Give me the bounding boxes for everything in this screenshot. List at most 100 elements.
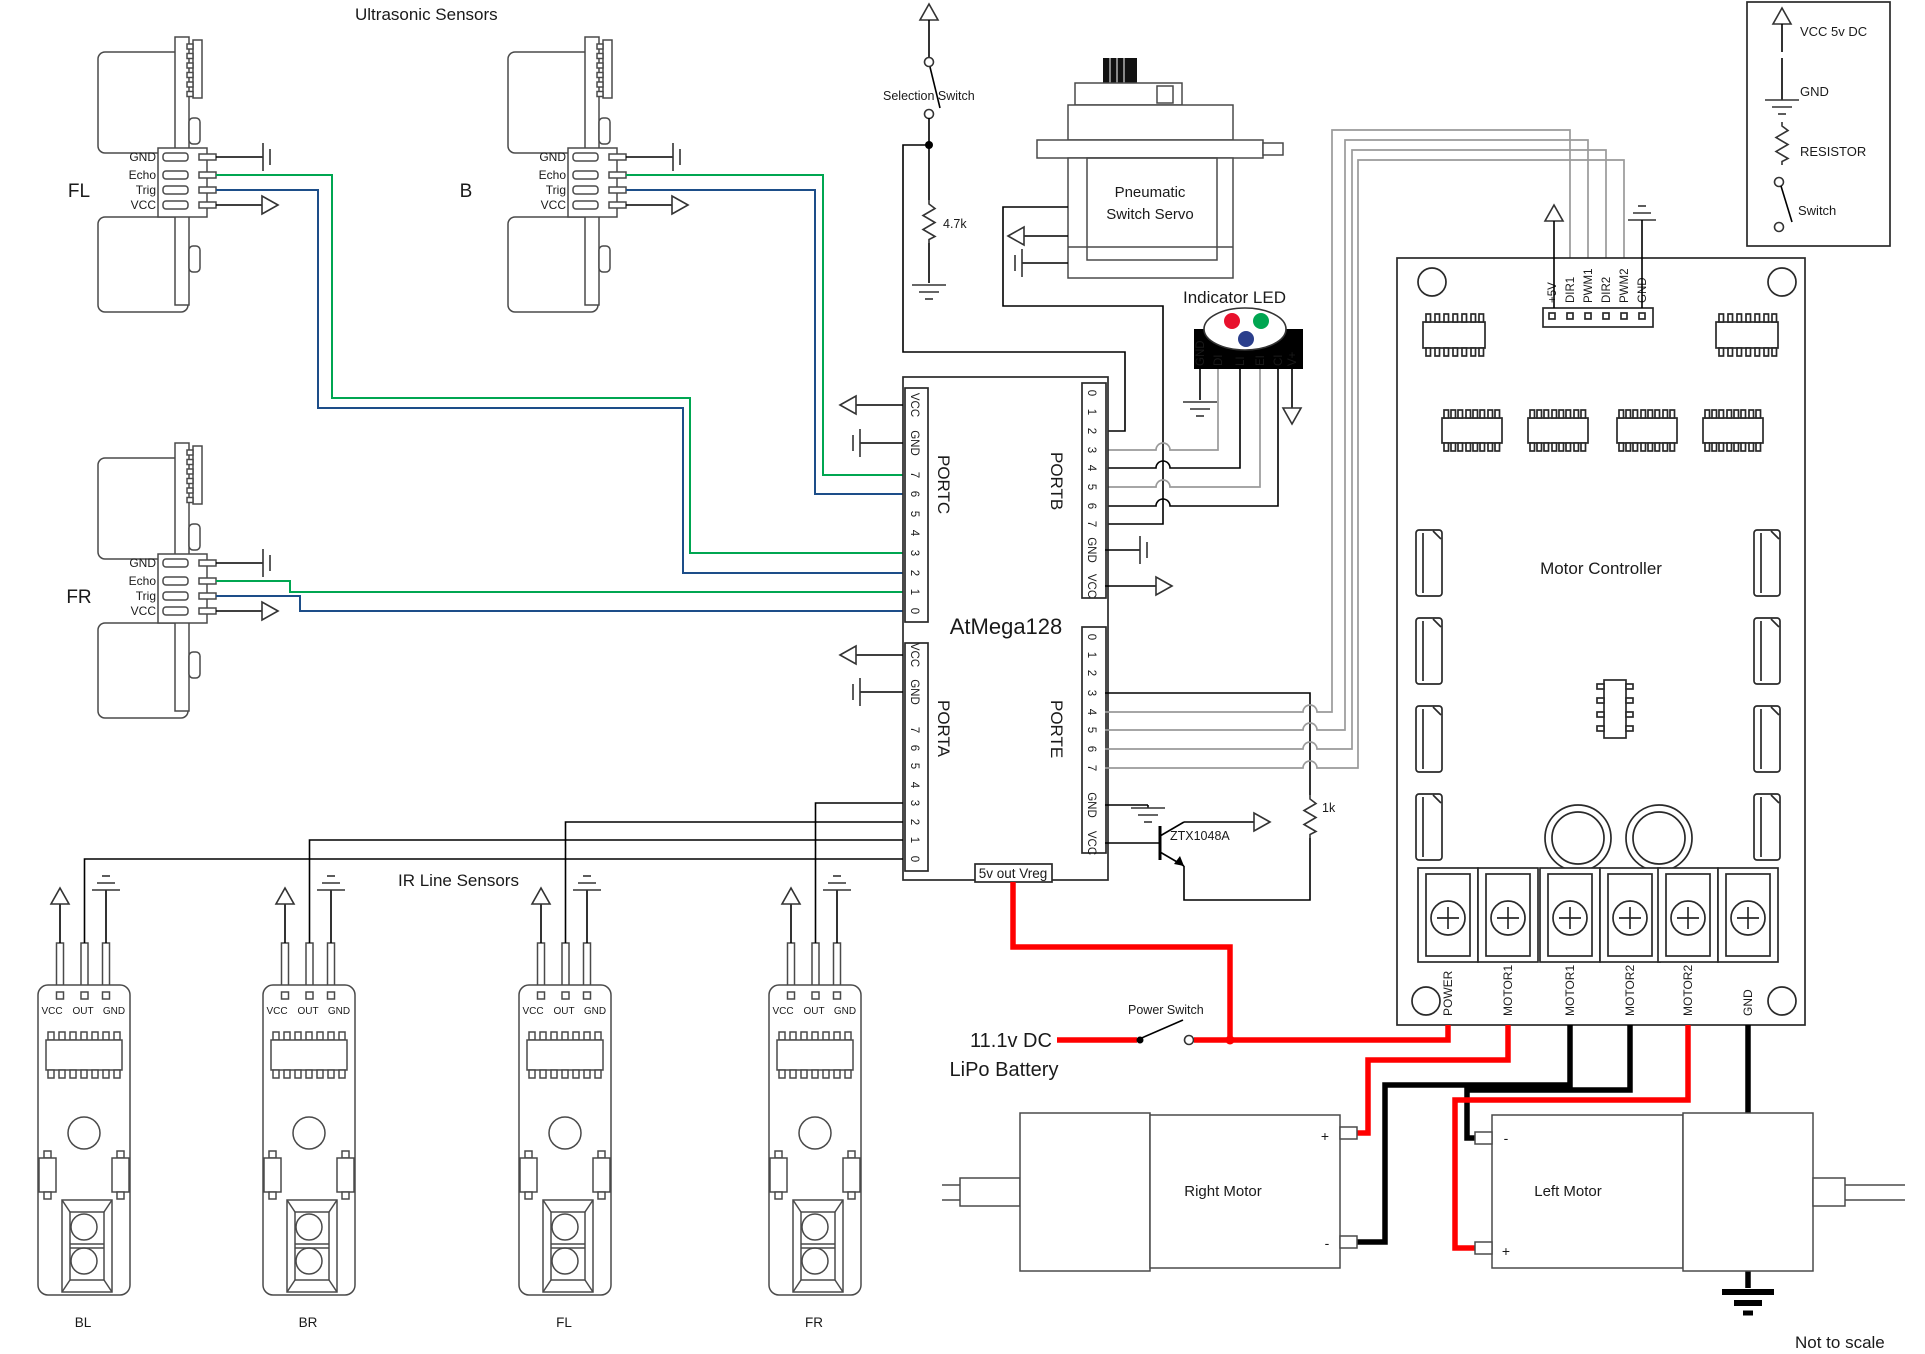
porte-gnd-icon [1130, 807, 1166, 823]
resistor-1k-icon [1303, 794, 1317, 839]
svg-text:3: 3 [908, 800, 920, 806]
svg-text:VCC: VCC [1085, 831, 1097, 855]
wire-vreg-red [1010, 882, 1233, 1040]
header-pin-pwm2: PWM2 [1619, 269, 1631, 304]
indicator-led [1194, 307, 1303, 369]
battery-label-line2: LiPo Battery [950, 1059, 1059, 1081]
svg-text:5: 5 [908, 763, 920, 769]
wire-pwm2 [1105, 159, 1625, 769]
left-motor-label: Left Motor [1534, 1183, 1602, 1200]
servo-gnd-icon [1014, 248, 1023, 278]
svg-text:GND: GND [908, 430, 920, 456]
legend-item-switch: Switch [1798, 203, 1836, 218]
svg-text:1: 1 [1085, 409, 1097, 415]
header-pin-pwm1: PWM1 [1583, 269, 1595, 304]
ir-label-fr: FR [805, 1315, 823, 1330]
transistor-part-label: ZTX1048A [1170, 829, 1230, 843]
portc-gnd-icon [852, 428, 861, 458]
svg-text:4: 4 [1085, 465, 1097, 472]
legend-item-gnd: GND [1800, 84, 1829, 99]
right-motor [942, 1112, 1358, 1272]
svg-text:6: 6 [1085, 503, 1097, 509]
svg-text:7: 7 [908, 727, 920, 733]
sensor-label-fl: FL [68, 181, 90, 202]
wire-portb4-li [1105, 369, 1241, 469]
vreg-label: 5v out Vreg [979, 866, 1048, 881]
wire-ir-fl-out [564, 821, 903, 943]
led-pin-ci: CI [1273, 355, 1285, 367]
svg-text:2: 2 [908, 819, 920, 825]
header-pin-gnd: GND [1637, 277, 1649, 303]
svg-text:VCC: VCC [1085, 574, 1097, 598]
terminal-motor2a: MOTOR2 [1623, 965, 1637, 1016]
svg-text:7: 7 [908, 472, 920, 478]
ir-label-br: BR [299, 1315, 318, 1330]
selection-switch-label: Selection Switch [883, 89, 975, 103]
terminal-gnd: GND [1741, 989, 1755, 1016]
led-blue-icon [1238, 331, 1254, 347]
svg-text:7: 7 [1085, 765, 1097, 771]
porte-pins: 0 1 2 3 4 5 6 7 GND VCC [1085, 634, 1097, 855]
svg-text:6: 6 [908, 491, 920, 497]
ir-title: IR Line Sensors [398, 871, 519, 890]
wire-ir-br-out [308, 839, 903, 943]
header-gnd-icon [1627, 205, 1657, 221]
svg-text:6: 6 [908, 745, 920, 751]
svg-text:2: 2 [1085, 428, 1097, 434]
servo-vcc-icon [1007, 226, 1025, 246]
right-motor-label: Right Motor [1184, 1183, 1262, 1200]
resistor-4k7 [911, 145, 947, 300]
led-green-icon [1253, 313, 1269, 329]
wire-motor2-red [1452, 1025, 1691, 1251]
portb-name: PORTB [1047, 452, 1066, 510]
wire-b-trig [626, 189, 903, 495]
wire-fr-echo [216, 580, 903, 593]
svg-text:1: 1 [908, 837, 920, 843]
wire-motor1-red [1357, 1025, 1511, 1136]
header-pin-dir1: DIR1 [1565, 277, 1577, 303]
svg-text:4: 4 [908, 782, 920, 789]
header-vcc-icon [1544, 204, 1564, 222]
right-motor-minus: - [1325, 1235, 1330, 1251]
svg-text:GND: GND [1085, 792, 1097, 818]
portc-vcc-icon [839, 395, 857, 415]
servo-name-line1: Pneumatic [1115, 184, 1186, 201]
left-motor-minus: - [1504, 1130, 1509, 1146]
wire-pwm1 [1105, 139, 1589, 731]
led-pin-vplus: V+ [1287, 351, 1299, 366]
power-switch-blade [1136, 1019, 1184, 1041]
wire-portb6-ci [1105, 369, 1279, 507]
legend [1746, 1, 1891, 247]
wire-motor2-black [1464, 1025, 1633, 1141]
motor-controller-board [1396, 257, 1806, 1026]
porte-name: PORTE [1047, 700, 1066, 758]
legend-item-vcc: VCC 5v DC [1800, 24, 1867, 39]
svg-text:2: 2 [908, 570, 920, 576]
svg-text:7: 7 [1085, 521, 1097, 527]
portc-pins: VCC GND 7 6 5 4 3 2 1 0 [908, 393, 920, 614]
svg-text:1: 1 [908, 589, 920, 595]
legend-vcc-icon [1772, 7, 1792, 25]
resistor-1k-value: 1k [1322, 801, 1336, 815]
wire-ir-fr-out [814, 802, 903, 943]
svg-text:3: 3 [1085, 447, 1097, 453]
porta-gnd-icon [852, 677, 861, 707]
svg-text:5: 5 [1085, 484, 1097, 490]
wire-b-echo [626, 174, 903, 476]
terminal-motor1b: MOTOR1 [1563, 965, 1577, 1016]
wire-fl-trig [216, 189, 903, 574]
svg-text:GND: GND [1085, 537, 1097, 563]
portb-vcc-icon [1155, 576, 1173, 596]
svg-text:4: 4 [908, 530, 920, 537]
atmega128 [902, 376, 1109, 883]
motor-controller-title: Motor Controller [1540, 559, 1662, 578]
sensor-label-b: B [460, 181, 473, 202]
led-pin-gnd: GND [1195, 340, 1207, 366]
svg-text:1: 1 [1085, 652, 1097, 658]
wire-motor1-black [1357, 1025, 1573, 1245]
wire-battery-right [1194, 1025, 1451, 1043]
porta-vcc-icon [839, 645, 857, 665]
ir-label-bl: BL [75, 1315, 92, 1330]
svg-text:2: 2 [1085, 670, 1097, 676]
wire-portb5-ei [1105, 369, 1261, 488]
